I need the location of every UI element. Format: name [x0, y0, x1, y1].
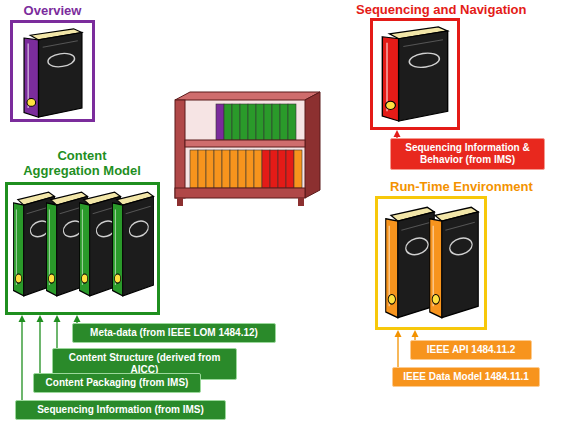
- shelf-book: [254, 150, 262, 188]
- tag-text: IEEE Data Model 1484.11.1: [397, 371, 535, 383]
- shelf-back: [185, 100, 305, 190]
- group-heading: Content Aggregation Model: [21, 148, 143, 178]
- shelf-book: [262, 150, 270, 188]
- arrow-line: [39, 321, 40, 373]
- arrow-head: [395, 330, 402, 337]
- shelf-book: [224, 104, 232, 140]
- shelf-book: [240, 104, 248, 140]
- tag-text: Sequencing Information & Behavior (from …: [395, 142, 540, 166]
- arrow-connector: [394, 130, 401, 138]
- shelf-book: [216, 104, 224, 140]
- arrow-line: [414, 336, 415, 340]
- shelf-book: [272, 104, 280, 140]
- green-book: [112, 192, 153, 296]
- arrow-connector: [37, 315, 44, 373]
- source-tag: Sequencing Information (from IMS): [15, 400, 226, 420]
- source-tag: Sequencing Information & Behavior (from …: [390, 138, 545, 170]
- shelf-book: [230, 150, 238, 188]
- shelf-board: [185, 140, 305, 147]
- orange-book: [430, 207, 479, 317]
- arrow-head: [37, 315, 44, 322]
- shelf-book: [294, 150, 302, 188]
- shelf-book: [256, 104, 264, 140]
- group-frame: Sequencing and Navigation: [370, 18, 460, 130]
- shelf-top: [175, 92, 320, 100]
- bookshelf: [175, 92, 320, 206]
- arrow-head: [19, 315, 26, 322]
- shelf-book: [214, 150, 222, 188]
- group-frame: Run-Time Environment: [375, 196, 487, 330]
- tag-text: IEEE API 1484.11.2: [415, 344, 527, 356]
- shelf-book: [280, 104, 288, 140]
- shelf-book: [288, 104, 296, 140]
- shelf-side: [305, 92, 320, 198]
- source-tag: Content Packaging (from IMS): [33, 373, 201, 393]
- arrow-connector: [395, 330, 402, 367]
- purple-book: [24, 29, 82, 117]
- orange-book: [386, 207, 435, 317]
- arrow-connector: [19, 315, 26, 400]
- arrow-head: [394, 130, 401, 137]
- group-frame: Content Aggregation Model: [5, 182, 160, 315]
- red-book: [382, 27, 447, 121]
- group-heading: Overview: [10, 3, 95, 18]
- arrow-line: [396, 136, 397, 138]
- shelf-side: [175, 100, 185, 198]
- arrow-head: [54, 315, 61, 322]
- shelf-book: [206, 150, 214, 188]
- shelf-base: [175, 188, 305, 198]
- shelf-book: [264, 104, 272, 140]
- shelf-leg: [298, 198, 304, 206]
- source-tag: Meta-data (from IEEE LOM 1484.12): [72, 323, 276, 343]
- arrow-head: [74, 315, 81, 322]
- source-tag: IEEE API 1484.11.2: [410, 340, 532, 360]
- tag-text: Meta-data (from IEEE LOM 1484.12): [77, 327, 271, 339]
- arrow-connector: [412, 330, 419, 340]
- tag-text: Content Packaging (from IMS): [38, 377, 196, 389]
- arrow-line: [21, 321, 22, 400]
- shelf-book: [238, 150, 246, 188]
- shelf-book: [286, 150, 294, 188]
- arrow-line: [397, 336, 398, 367]
- group-heading: Sequencing and Navigation: [356, 2, 541, 17]
- arrow-line: [76, 321, 77, 323]
- arrow-connector: [74, 315, 81, 323]
- source-tag: IEEE Data Model 1484.11.1: [392, 367, 540, 387]
- shelf-book: [246, 150, 254, 188]
- shelf-book: [232, 104, 240, 140]
- shelf-book: [222, 150, 230, 188]
- tag-text: Sequencing Information (from IMS): [20, 404, 221, 416]
- shelf-book: [248, 104, 256, 140]
- shelf-leg: [177, 198, 183, 206]
- shelf-book: [198, 150, 206, 188]
- shelf-book: [270, 150, 278, 188]
- shelf-book: [190, 150, 198, 188]
- group-heading: Run-Time Environment: [390, 179, 555, 194]
- group-frame: Overview: [10, 20, 95, 122]
- shelf-book: [278, 150, 286, 188]
- arrow-line: [56, 321, 57, 348]
- arrow-head: [412, 330, 419, 337]
- arrow-connector: [54, 315, 61, 348]
